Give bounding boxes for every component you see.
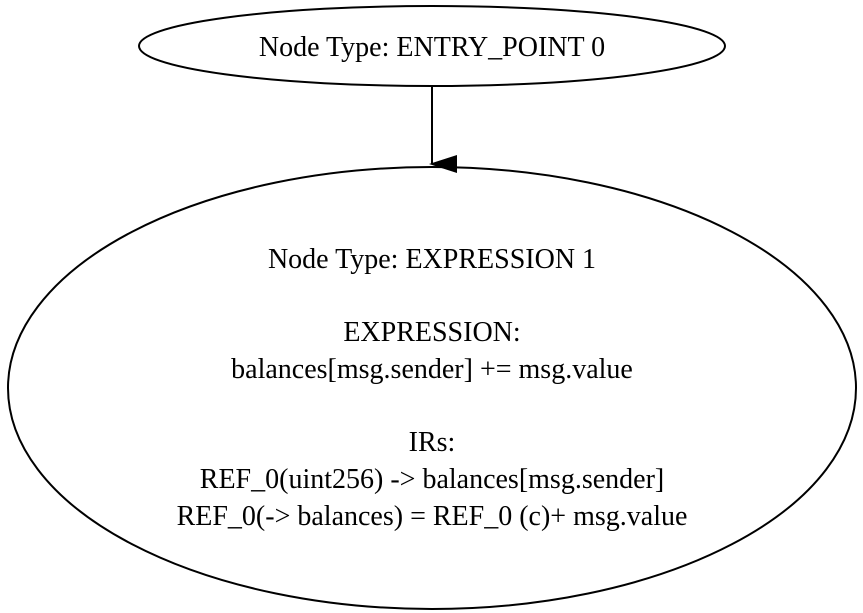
expression-node: Node Type: EXPRESSION 1 EXPRESSION: bala… bbox=[7, 166, 857, 610]
ir-line-2: REF_0(-> balances) = REF_0 (c)+ msg.valu… bbox=[177, 501, 688, 532]
expression-label: EXPRESSION: bbox=[343, 317, 520, 348]
entry-point-node: Node Type: ENTRY_POINT 0 bbox=[138, 5, 726, 87]
entry-point-node-title: Node Type: ENTRY_POINT 0 bbox=[259, 32, 605, 63]
expression-node-shape bbox=[7, 166, 857, 610]
irs-label: IRs: bbox=[409, 427, 456, 458]
expression-value: balances[msg.sender] += msg.value bbox=[231, 354, 633, 385]
ir-line-1: REF_0(uint256) -> balances[msg.sender] bbox=[200, 464, 664, 495]
expression-node-title: Node Type: EXPRESSION 1 bbox=[268, 244, 596, 275]
